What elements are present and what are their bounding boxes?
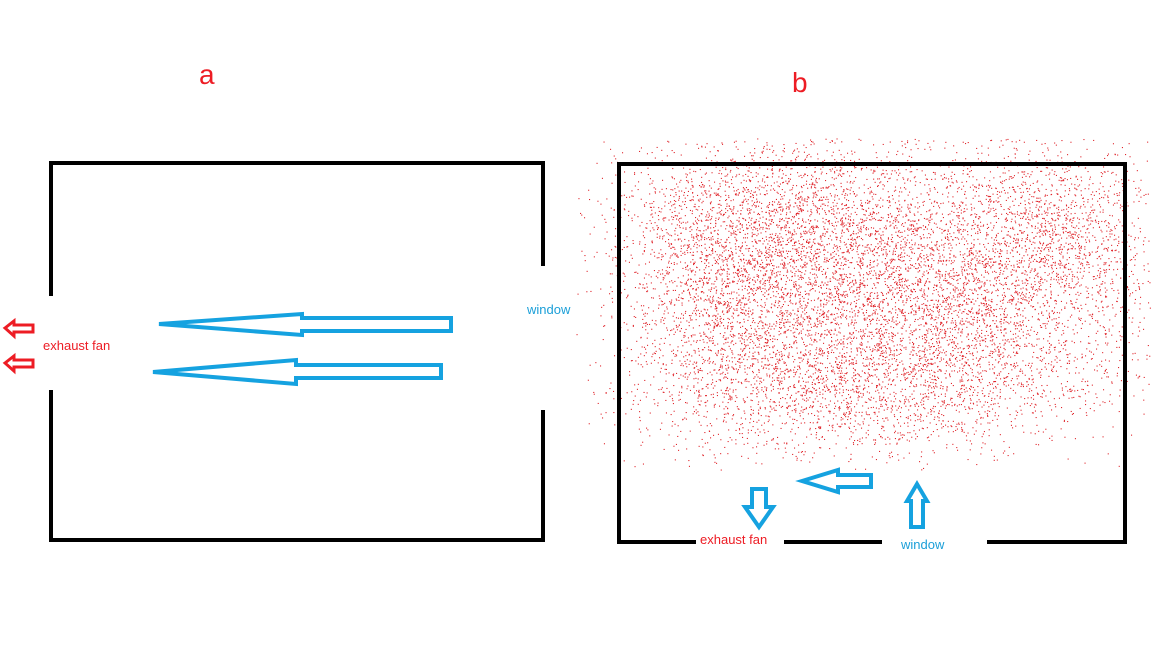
airflow-arrow-icon bbox=[152, 357, 443, 387]
panel-b-room-walls bbox=[617, 162, 1127, 544]
window-inflow-arrow-icon bbox=[903, 480, 931, 529]
panel-a-window-label: window bbox=[526, 302, 571, 317]
exhaust-arrow-icon bbox=[2, 317, 35, 340]
exhaust-arrow-icon bbox=[2, 352, 35, 375]
panel-b-fan-label: exhaust fan bbox=[700, 532, 767, 547]
panel-b-window-label: window bbox=[900, 537, 945, 552]
airflow-arrow-icon bbox=[795, 467, 873, 495]
airflow-arrow-icon bbox=[158, 311, 453, 338]
fan-outflow-arrow-icon bbox=[741, 487, 777, 531]
panel-a-letter: a bbox=[199, 59, 215, 90]
panel-b: b exhaust fan window bbox=[576, 67, 1151, 552]
particle-cloud bbox=[576, 138, 1151, 471]
panel-b-letter: b bbox=[792, 67, 808, 98]
panel-a-room-walls bbox=[49, 161, 545, 542]
panel-a: a window exhaust fan bbox=[2, 59, 571, 542]
panel-a-fan-label: exhaust fan bbox=[43, 338, 110, 353]
